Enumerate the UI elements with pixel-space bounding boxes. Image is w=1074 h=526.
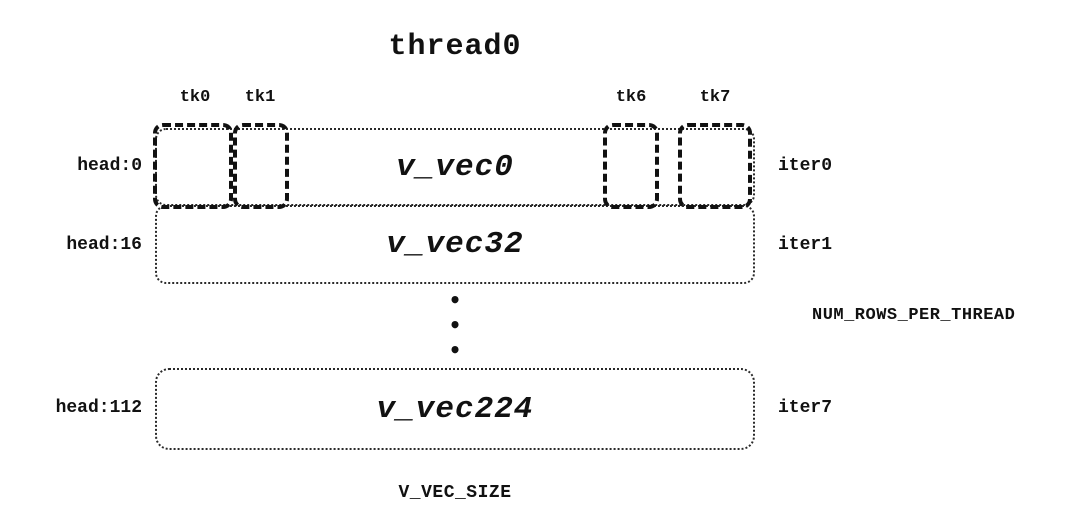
- tk7-label: tk7: [699, 88, 731, 107]
- tk1-label: tk1: [244, 88, 276, 107]
- head-offset-label-2: head:112: [55, 398, 142, 418]
- head-offset-label-1: head:16: [66, 235, 142, 255]
- iter-label-0: iter0: [778, 156, 833, 176]
- num-rows-per-thread-label: NUM_ROWS_PER_THREAD: [812, 306, 1016, 325]
- tk1-box: [233, 123, 289, 209]
- tk0-box: [153, 123, 233, 209]
- vertical-ellipsis: • • •: [448, 288, 462, 362]
- head-offset-label-0: head:0: [77, 156, 142, 176]
- tk0-label: tk0: [179, 88, 211, 107]
- vvec-row-iter7: v_vec224: [155, 368, 755, 450]
- tk6-label: tk6: [615, 88, 647, 107]
- v-vec-size-label: V_VEC_SIZE: [398, 483, 512, 503]
- iter-label-2: iter7: [778, 398, 833, 418]
- vvec224-label: v_vec224: [376, 391, 534, 427]
- iter-label-1: iter1: [778, 235, 833, 255]
- vvec32-label: v_vec32: [386, 227, 524, 262]
- tk6-box: [603, 123, 659, 209]
- tk7-box: [678, 123, 752, 209]
- vvec-row-iter1: v_vec32: [155, 205, 755, 284]
- diagram-title: thread0: [388, 30, 522, 64]
- vvec0-label: v_vec0: [396, 149, 514, 185]
